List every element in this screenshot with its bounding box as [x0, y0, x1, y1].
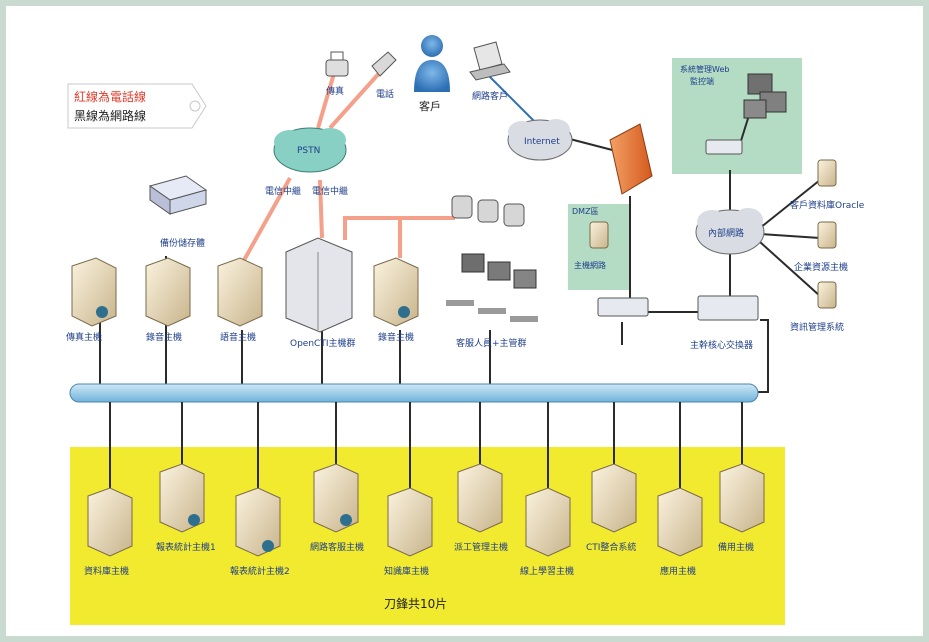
phone-lines — [241, 68, 455, 263]
oracle-label: 客戶資料庫Oracle — [790, 199, 865, 211]
blade-6 — [457, 463, 503, 533]
agent-phones-icon — [451, 195, 525, 227]
blade-10 — [719, 463, 765, 533]
admin-monitor-icon — [743, 73, 787, 119]
blade-5 — [387, 487, 433, 557]
blade-links — [109, 402, 743, 490]
legend-black-line: 黑線為網路線 — [74, 108, 146, 123]
rec-server-icon — [373, 257, 419, 327]
srv-rec-label: 錄音主機 — [378, 331, 414, 343]
blade-label-2: 報表統計主機1 — [156, 541, 216, 553]
blade-label-7: 線上學習主機 — [520, 565, 574, 577]
dmz-server-line: 主機網路 — [574, 260, 606, 270]
admin-label: 系統管理Web — [680, 64, 729, 74]
blade-label-6: 派工管理主機 — [454, 541, 508, 553]
blade-label-5: 知識庫主機 — [384, 565, 429, 577]
ivr-server-icon — [217, 257, 263, 327]
srv-opencti-label: OpenCTI主機群 — [290, 337, 355, 349]
phone-icon — [371, 51, 397, 77]
blade-7 — [525, 487, 571, 557]
agent-workstations-icon — [446, 253, 538, 322]
blade-label-8: CTI整合系統 — [586, 541, 636, 553]
customer-label: 客戶 — [419, 99, 441, 113]
backup-storage-icon — [148, 175, 208, 215]
fax-label: 傳真 — [326, 85, 344, 97]
blade-label-3: 報表統計主機2 — [230, 565, 290, 577]
legend: 紅線為電話線 黑線為網路線 — [67, 83, 207, 129]
blade-label-4: 網路客服主機 — [310, 541, 364, 553]
srv-fax-label: 傳真主機 — [66, 331, 102, 343]
voice-trunk-2: 電信中繼 — [312, 185, 348, 197]
blade-9 — [657, 487, 703, 557]
blade-servers — [87, 463, 765, 557]
backup-label: 備份儲存體 — [160, 237, 205, 249]
info-label: 資訊管理系統 — [790, 321, 844, 333]
agents-label: 客服人員+主管群 — [456, 337, 527, 349]
admin-label-2: 監控端 — [690, 76, 714, 86]
blade-3 — [235, 487, 281, 557]
dmz-label: DMZ區 — [572, 207, 599, 216]
intranet-label: 內部網路 — [708, 227, 744, 239]
admin-switch-icon — [705, 139, 743, 155]
blade-caption: 刀鋒共10片 — [384, 596, 447, 611]
erp-server-icon — [817, 221, 837, 249]
srv-voice-label: 錄音主機 — [146, 331, 182, 343]
blade-1 — [87, 487, 133, 557]
pstn-cloud — [273, 127, 347, 173]
laptop-icon — [469, 41, 511, 81]
opencti-cluster-icon — [285, 237, 353, 333]
dmz-switch-icon — [597, 297, 649, 317]
blade-label-10: 備用主機 — [718, 541, 754, 553]
pc-user-label: 網路客戶 — [472, 90, 508, 102]
info-server-icon — [817, 281, 837, 309]
blade-2 — [159, 463, 205, 533]
backbone-bus — [69, 383, 759, 403]
fax-icon — [325, 51, 349, 77]
voice-trunk-1: 電信中繼 — [265, 185, 301, 197]
blade-label-1: 資料庫主機 — [84, 565, 129, 577]
fax-server-icon — [71, 257, 117, 327]
dmz-server-label: 主機網路 — [574, 260, 606, 270]
customer-icon — [414, 35, 450, 92]
legend-red-line: 紅線為電話線 — [74, 89, 146, 104]
pstn-label: PSTN — [297, 146, 320, 156]
intranet-cloud — [695, 208, 765, 255]
dmz-server-icon — [589, 221, 609, 249]
internet-cloud — [507, 119, 573, 161]
core-switch-icon — [697, 295, 759, 321]
internet-link — [487, 74, 536, 123]
admin-zone — [672, 58, 802, 174]
phone-label: 電話 — [376, 88, 394, 100]
srv-ivr-label: 語音主機 — [220, 331, 256, 343]
blade-4 — [313, 463, 359, 533]
oracle-server-icon — [817, 159, 837, 187]
internet-label: Internet — [524, 137, 560, 147]
blade-8 — [591, 463, 637, 533]
blade-label-9: 應用主機 — [660, 565, 696, 577]
voice-server-icon — [145, 257, 191, 327]
firewall-icon — [609, 123, 653, 195]
core-switch-label: 主幹核心交換器 — [690, 339, 753, 351]
erp-label: 企業資源主機 — [794, 261, 848, 273]
